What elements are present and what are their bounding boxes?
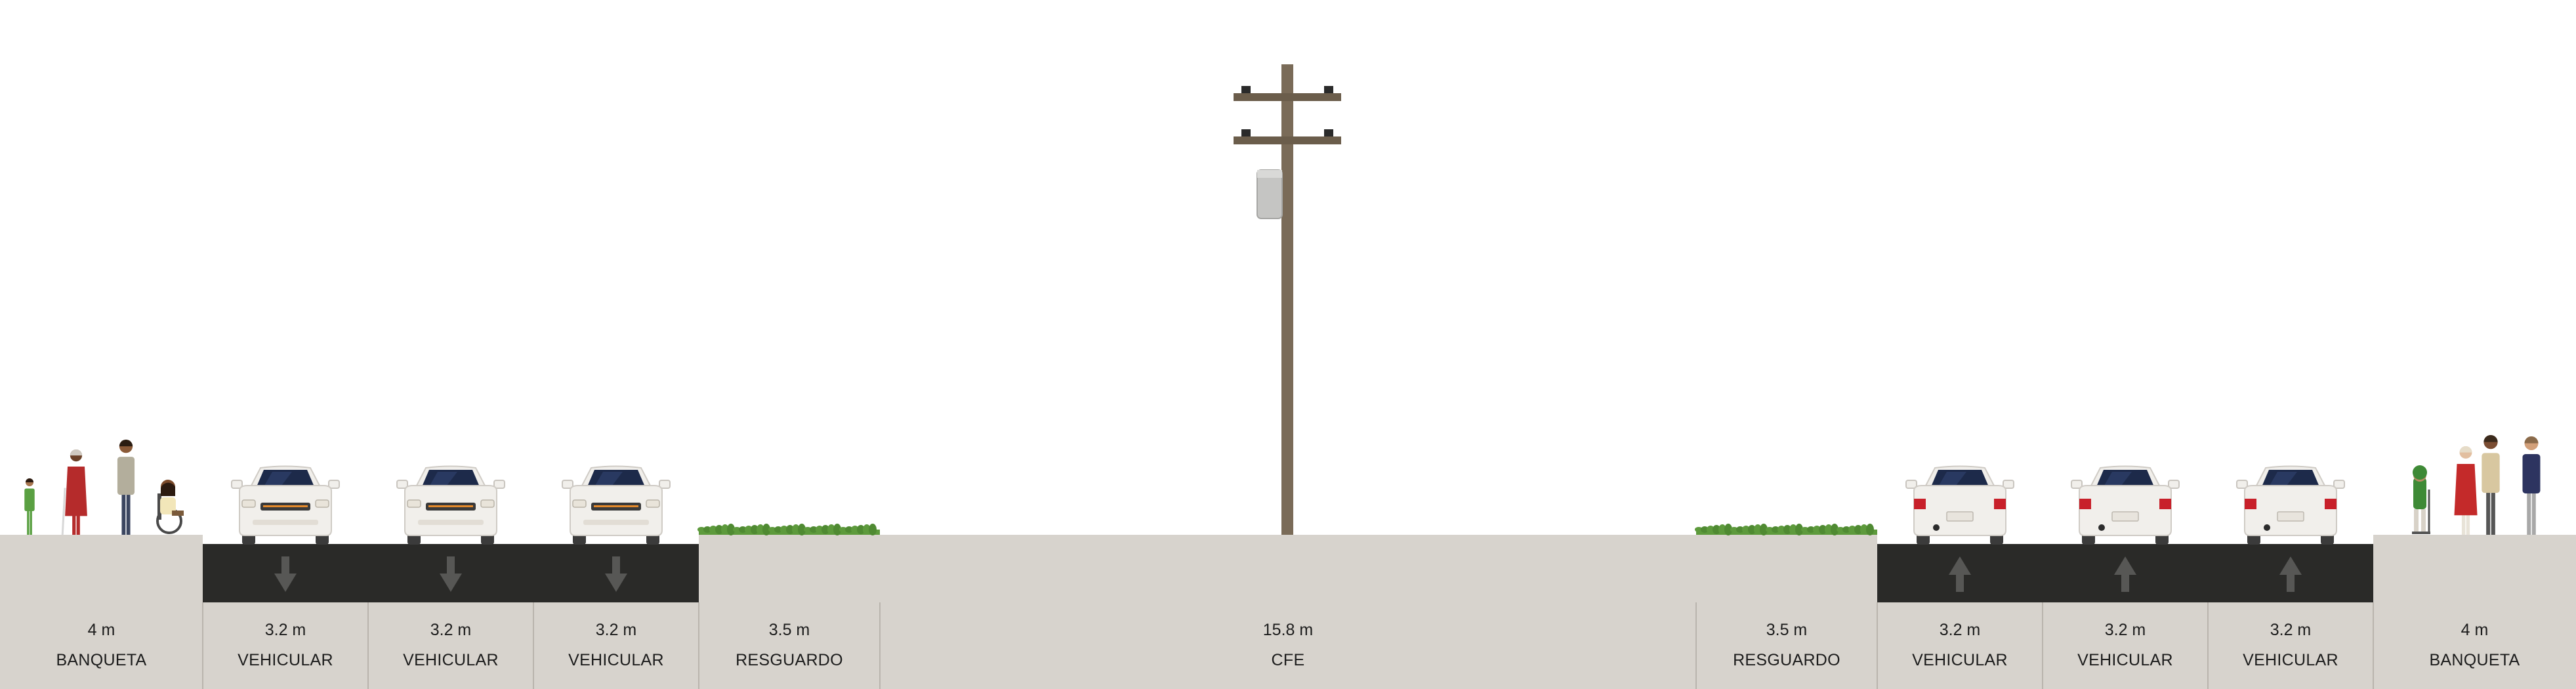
segment-width: 3.2 m [264, 621, 306, 639]
segment-name: RESGUARDO [1733, 651, 1840, 669]
pedestrian-icon [61, 449, 87, 535]
ground-surface [880, 535, 1696, 602]
segment-name: BANQUETA [2429, 651, 2520, 669]
ground-surface [1696, 535, 1877, 602]
segment-label: 3.5 m RESGUARDO [699, 602, 880, 689]
segment-name: VEHICULAR [403, 651, 499, 669]
segment-label: 3.2 m VEHICULAR [1877, 602, 2043, 689]
pedestrian-icon [117, 440, 135, 535]
ground-layer [0, 535, 2576, 602]
ground-surface [2373, 535, 2576, 602]
segment-width: 4 m [2461, 621, 2489, 639]
pedestrian-group-icon [2412, 435, 2541, 535]
ground-surface [699, 535, 880, 602]
segment-name: VEHICULAR [568, 651, 664, 669]
scooter-rider-icon [2412, 465, 2430, 534]
car-rear-icon [1905, 465, 2014, 545]
pedestrian-icon [24, 478, 35, 535]
segment-width: 3.2 m [1939, 621, 1981, 639]
segment-name: CFE [1271, 651, 1305, 669]
utility-pole-icon [1234, 64, 1341, 535]
grass-strip-icon [1695, 524, 1877, 535]
arrow-up-icon [2114, 556, 2136, 592]
segment-label: 4 m BANQUETA [2373, 602, 2576, 689]
pedestrian-icon [2482, 435, 2500, 535]
segment-name: VEHICULAR [2077, 651, 2173, 669]
segment-name: RESGUARDO [736, 651, 843, 669]
pedestrian-icon [2522, 436, 2541, 535]
segment-width: 3.2 m [2270, 621, 2312, 639]
grass-strip-icon [697, 524, 880, 535]
segment-label: 3.2 m VEHICULAR [533, 602, 699, 689]
segment-label: 4 m BANQUETA [0, 602, 203, 689]
segment-label: 3.2 m VEHICULAR [203, 602, 368, 689]
arrow-up-icon [1949, 556, 1971, 592]
segment-name: VEHICULAR [1912, 651, 2008, 669]
segment-name: BANQUETA [56, 651, 147, 669]
segment-width: 3.5 m [1766, 621, 1808, 639]
car-front-icon [562, 465, 671, 545]
segment-width: 3.5 m [768, 621, 810, 639]
ground-band [0, 602, 2576, 689]
arrow-down-icon [605, 556, 627, 592]
segment-name: VEHICULAR [238, 651, 333, 669]
segment-width: 3.2 m [430, 621, 472, 639]
pedestrian-group-icon [24, 440, 184, 535]
segment-label: 3.2 m VEHICULAR [2043, 602, 2208, 689]
arrow-down-icon [440, 556, 462, 592]
segment-width: 4 m [87, 621, 115, 639]
segment-label: 3.2 m VEHICULAR [368, 602, 533, 689]
objects-layer [24, 64, 2541, 592]
pedestrian-icon [2454, 446, 2478, 535]
arrow-down-icon [274, 556, 297, 592]
car-rear-icon [2236, 465, 2345, 545]
car-front-icon [396, 465, 505, 545]
dividers-layer [202, 602, 2374, 689]
segment-label: 3.2 m VEHICULAR [2208, 602, 2373, 689]
wheelchair-user-icon [156, 480, 184, 534]
car-rear-icon [2071, 465, 2180, 545]
segment-label: 15.8 m CFE [880, 602, 1696, 689]
segment-width: 3.2 m [2104, 621, 2146, 639]
segment-width: 15.8 m [1262, 621, 1314, 639]
segment-width: 3.2 m [595, 621, 637, 639]
arrow-up-icon [2279, 556, 2302, 592]
car-front-icon [231, 465, 340, 545]
segment-label: 3.5 m RESGUARDO [1696, 602, 1877, 689]
ground-surface [0, 535, 203, 602]
segment-name: VEHICULAR [2243, 651, 2338, 669]
